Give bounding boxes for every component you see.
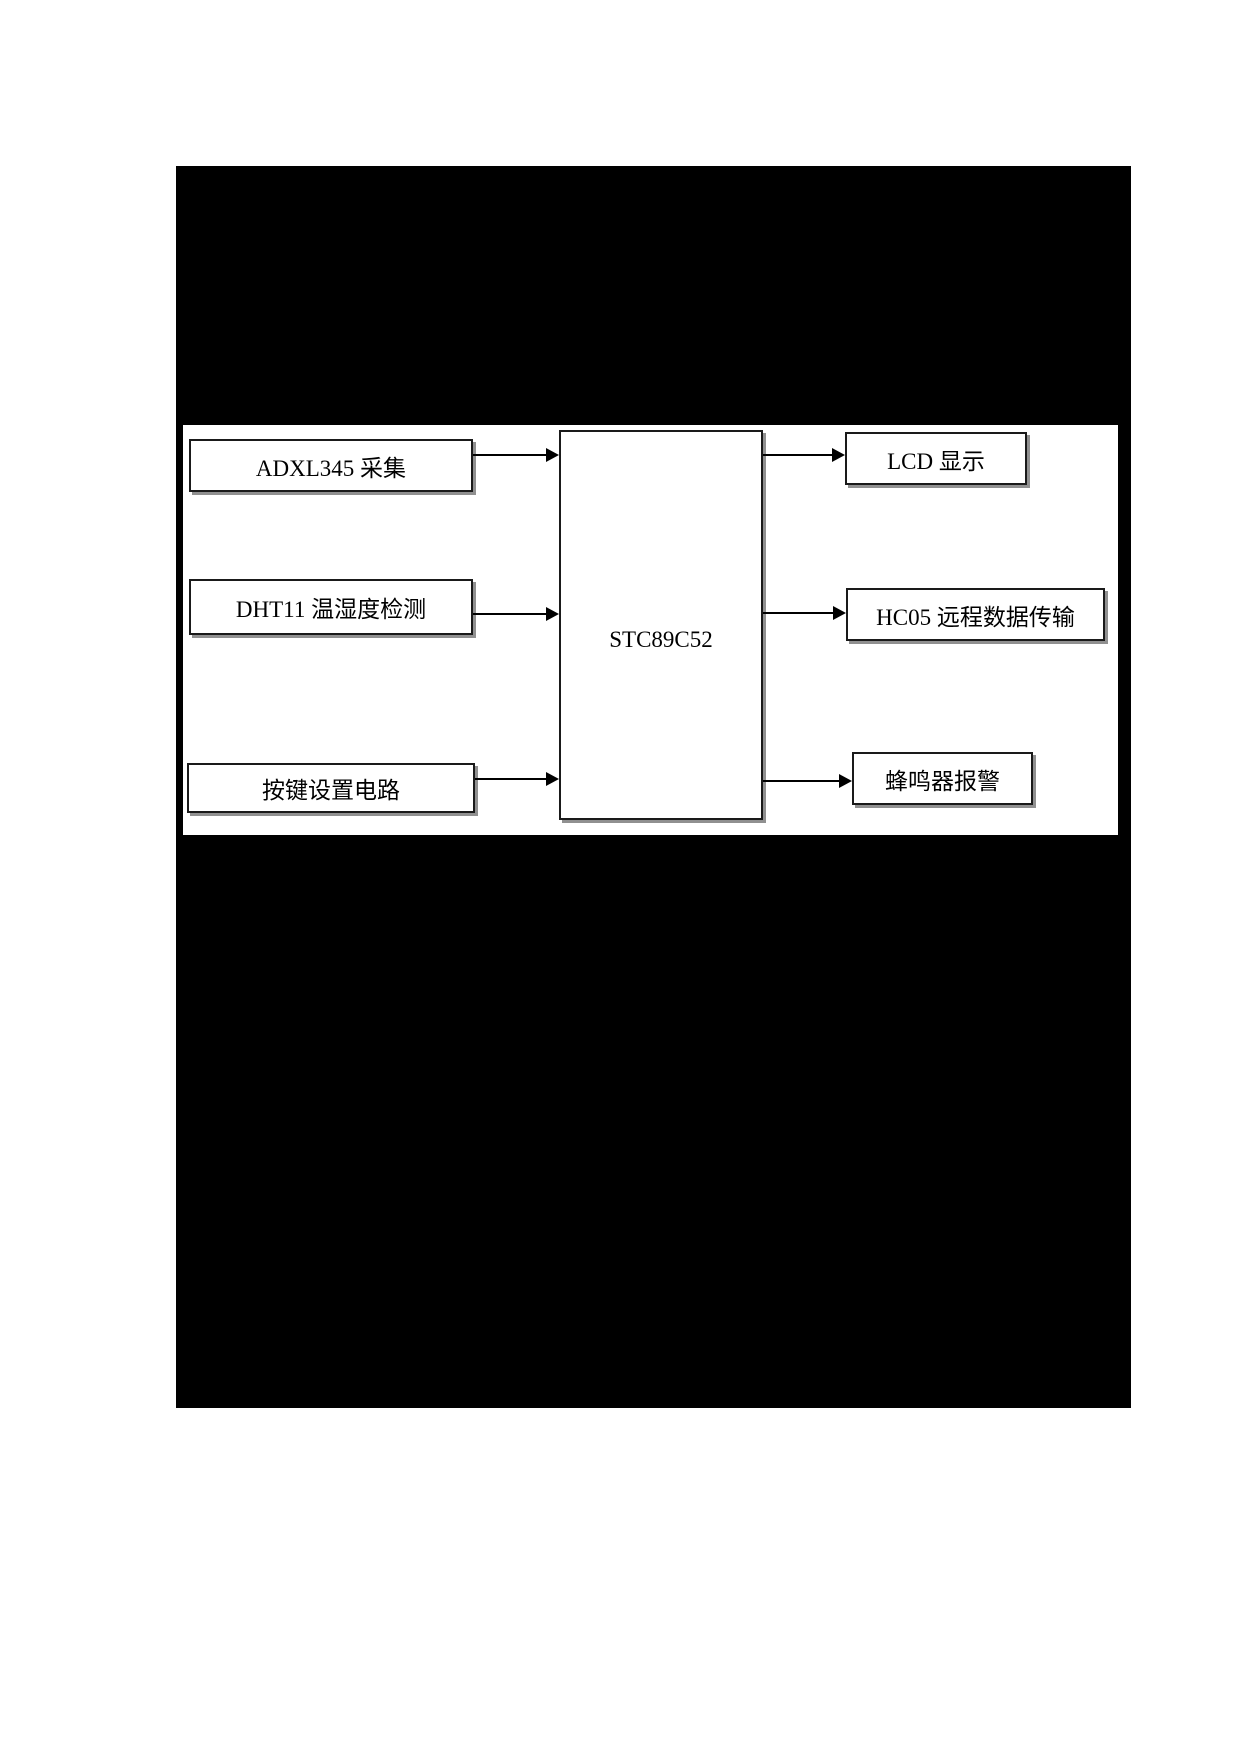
output-box-buzzer: 蜂鸣器报警 (852, 752, 1033, 805)
input-box-adxl345-label: ADXL345 采集 (255, 455, 407, 481)
output-box-lcd-label: LCD 显示 (887, 448, 985, 474)
arrow-head-icon (839, 774, 852, 788)
arrow-dht11-to-mcu (473, 607, 559, 621)
arrow-mcu-to-lcd (763, 448, 845, 462)
system-block-diagram: ADXL345 采集 DHT11 温湿度检测 按键设置电路 STC89C52 L… (183, 425, 1118, 835)
arrow-line (763, 454, 832, 456)
arrow-line (763, 612, 833, 614)
arrow-adxl345-to-mcu (473, 448, 559, 462)
output-box-buzzer-label: 蜂鸣器报警 (885, 768, 1000, 794)
input-box-dht11-label: DHT11 温湿度检测 (235, 597, 427, 622)
output-box-hc05-label: HC05 远程数据传输 (876, 604, 1075, 630)
controller-box-stc89c52-label: STC89C52 (609, 627, 713, 652)
controller-box-stc89c52: STC89C52 (559, 430, 763, 820)
arrow-line (475, 778, 546, 780)
arrow-head-icon (546, 448, 559, 462)
output-box-hc05: HC05 远程数据传输 (846, 588, 1105, 641)
arrow-line (473, 454, 546, 456)
figure-black-background: ADXL345 采集 DHT11 温湿度检测 按键设置电路 STC89C52 L… (176, 166, 1131, 1408)
arrow-head-icon (546, 607, 559, 621)
arrow-head-icon (546, 772, 559, 786)
input-box-adxl345: ADXL345 采集 (189, 439, 473, 492)
arrow-mcu-to-hc05 (763, 606, 846, 620)
arrow-head-icon (832, 448, 845, 462)
arrow-head-icon (833, 606, 846, 620)
arrow-mcu-to-buzzer (763, 774, 852, 788)
arrow-line (473, 613, 546, 615)
output-box-lcd: LCD 显示 (845, 432, 1027, 485)
arrow-keys-to-mcu (475, 772, 559, 786)
input-box-key-setting: 按键设置电路 (187, 763, 475, 813)
input-box-dht11: DHT11 温湿度检测 (189, 579, 473, 635)
arrow-line (763, 780, 839, 782)
input-box-key-setting-label: 按键设置电路 (262, 778, 400, 803)
